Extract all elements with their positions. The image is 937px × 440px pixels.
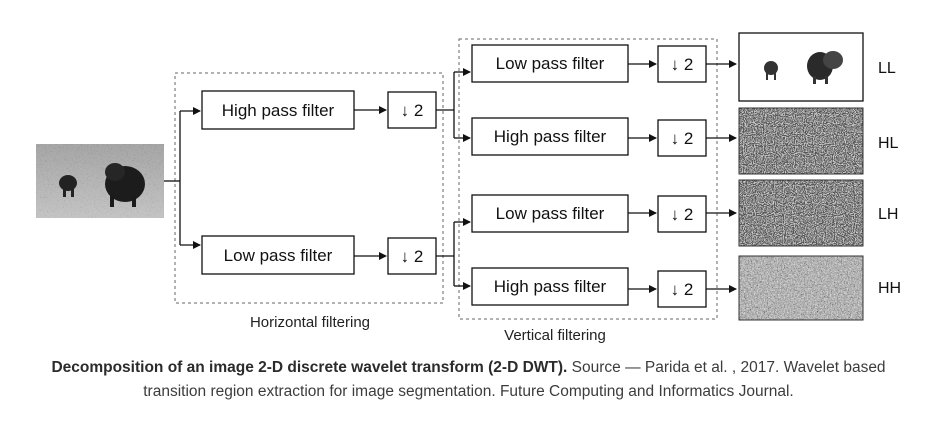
horizontal-filtering-label: Horizontal filtering [250, 314, 370, 331]
v-filter-box-2 [471, 117, 629, 156]
horizontal-filtering-group [174, 72, 444, 304]
vertical-filtering-label: Vertical filtering [504, 327, 606, 344]
output-lh-image [738, 179, 864, 247]
v-filter-box-3 [471, 194, 629, 233]
vertical-filtering-group [458, 38, 718, 320]
output-hh-image [738, 255, 864, 321]
v-downsample-label-4: ↓ 2 [671, 280, 694, 299]
v-filter-label-4: High pass filter [494, 277, 607, 296]
vertical-row-3: Low pass filter ↓ 2 [471, 194, 737, 233]
h-high-pass-filter-label: High pass filter [222, 101, 335, 120]
output-label-ll: LL [878, 60, 896, 77]
dwt-diagram: Horizontal filtering Vertical filtering … [36, 32, 901, 344]
h-low-pass-filter-label: Low pass filter [224, 246, 333, 265]
figure-caption: Decomposition of an image 2-D discrete w… [40, 356, 897, 404]
v-downsample-label-1: ↓ 2 [671, 55, 694, 74]
h-low-pass-filter-box [201, 235, 355, 275]
v-downsample-label-2: ↓ 2 [671, 129, 694, 148]
output-hl-image [738, 107, 864, 175]
output-label-lh: LH [878, 206, 898, 223]
output-label-hl: HL [878, 135, 899, 152]
caption-source: Source — Parida et al. , 2017. Wavelet b… [143, 359, 886, 400]
h-high-downsample-label: ↓ 2 [401, 101, 424, 120]
vertical-row-1: Low pass filter ↓ 2 [471, 44, 737, 83]
vertical-row-4: High pass filter ↓ 2 [471, 267, 737, 308]
v-filter-box-1 [471, 44, 629, 83]
h-high-downsample-box [387, 91, 437, 129]
horizontal-to-vertical-connectors [436, 68, 471, 290]
caption-title: Decomposition of an image 2-D discrete w… [51, 359, 568, 376]
v-downsample-box-4 [657, 270, 707, 308]
output-ll-image [738, 32, 864, 102]
vertical-row-2: High pass filter ↓ 2 [471, 117, 737, 157]
input-image [36, 144, 164, 218]
v-filter-label-2: High pass filter [494, 127, 607, 146]
v-filter-label-3: Low pass filter [496, 204, 605, 223]
h-low-downsample-box [387, 237, 437, 275]
input-connector [164, 107, 201, 249]
output-label-hh: HH [878, 280, 901, 297]
v-downsample-box-3 [657, 195, 707, 233]
v-downsample-label-3: ↓ 2 [671, 205, 694, 224]
v-filter-label-1: Low pass filter [496, 54, 605, 73]
h-low-downsample-label: ↓ 2 [401, 247, 424, 266]
h-high-pass-filter-box [201, 90, 355, 130]
v-filter-box-4 [471, 267, 629, 306]
